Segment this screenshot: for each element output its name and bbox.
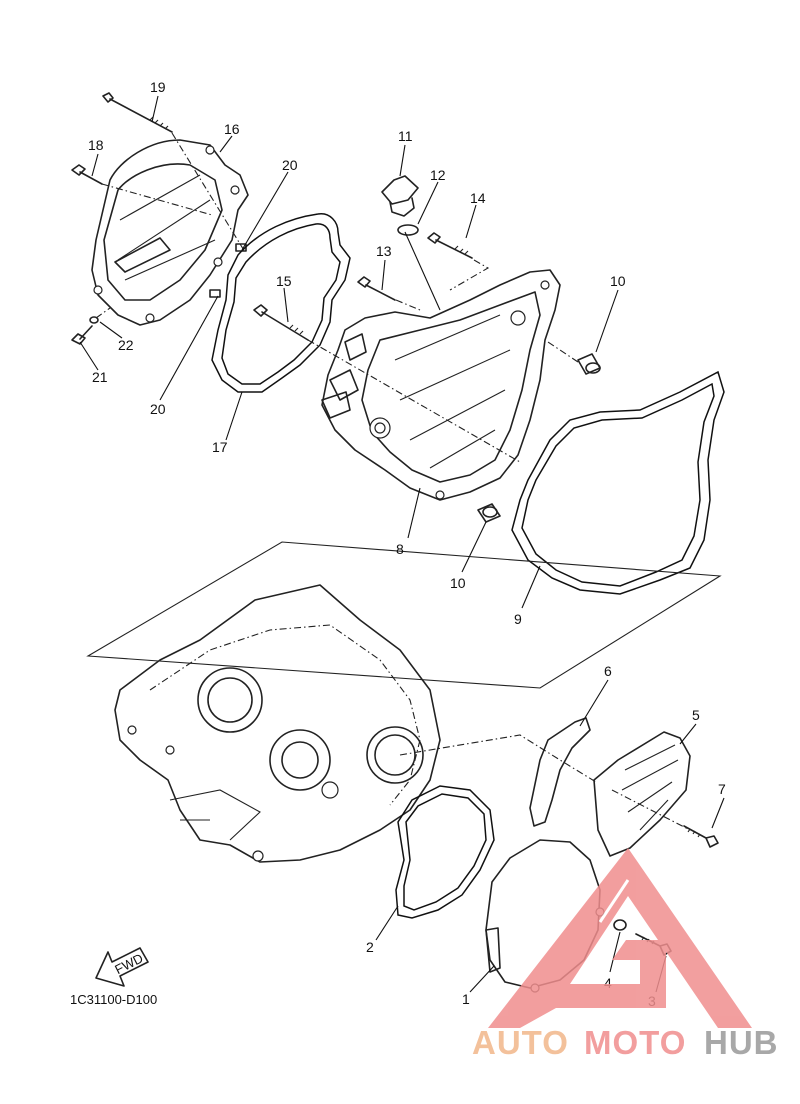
watermark-auto: AUTO xyxy=(472,1024,569,1061)
callout-5: 5 xyxy=(692,707,700,723)
callout-10-bottom: 10 xyxy=(450,575,466,591)
crankcase-cover-8 xyxy=(321,269,561,501)
callout-17: 17 xyxy=(212,439,228,455)
crankcase xyxy=(114,584,597,863)
callout-18: 18 xyxy=(88,137,104,153)
bolt-7 xyxy=(683,825,719,848)
callout-2: 2 xyxy=(366,939,374,955)
oil-filler-cap-11 xyxy=(381,175,441,311)
watermark-hub: HUB xyxy=(704,1024,779,1061)
callout-16: 16 xyxy=(224,121,240,137)
clutch-cover-assembly xyxy=(71,92,249,345)
reference-plane xyxy=(86,541,722,689)
callout-21: 21 xyxy=(92,369,108,385)
callout-9: 9 xyxy=(514,611,522,627)
watermark-triangle-logo xyxy=(488,848,752,1028)
bolt-14 xyxy=(427,232,490,291)
callout-1: 1 xyxy=(462,991,470,1007)
bolt-13 xyxy=(357,276,421,311)
gasket-17 xyxy=(211,213,351,393)
bracket-6 xyxy=(529,717,591,827)
callout-6: 6 xyxy=(604,663,612,679)
fwd-label: FWD xyxy=(112,950,145,977)
callout-4: 4 xyxy=(604,975,612,991)
callout-19: 19 xyxy=(150,79,166,95)
gasket-2 xyxy=(395,785,495,919)
gasket-9-inner xyxy=(521,382,715,587)
callout-8: 8 xyxy=(396,541,404,557)
callout-20-top: 20 xyxy=(282,157,298,173)
callout-10-top: 10 xyxy=(610,273,626,289)
callout-14: 14 xyxy=(470,190,486,206)
watermark-moto: MOTO xyxy=(584,1024,686,1061)
cover-5 xyxy=(593,731,691,857)
gasket-17-inner xyxy=(221,223,341,385)
callout-numbers: 19 16 18 20 11 12 14 13 15 10 22 21 20 1… xyxy=(88,79,726,1009)
washer-4 xyxy=(613,919,627,931)
callout-20-bottom: 20 xyxy=(150,401,166,417)
leader-lines xyxy=(79,95,725,993)
callout-12: 12 xyxy=(430,167,446,183)
callout-7: 7 xyxy=(718,781,726,797)
diagram-code: 1C31100-D100 xyxy=(70,992,157,1007)
fwd-arrow: FWD xyxy=(95,947,149,987)
automotohub-watermark: AUTO MOTO HUB xyxy=(472,848,779,1061)
bolt-15 xyxy=(253,304,521,463)
callout-11: 11 xyxy=(398,128,413,144)
gasket-9 xyxy=(511,370,725,595)
callout-15: 15 xyxy=(276,273,292,289)
callout-13: 13 xyxy=(376,243,392,259)
dowel-pins-10 xyxy=(477,341,601,523)
gasket-2-inner xyxy=(403,793,487,911)
callout-22: 22 xyxy=(118,337,134,353)
